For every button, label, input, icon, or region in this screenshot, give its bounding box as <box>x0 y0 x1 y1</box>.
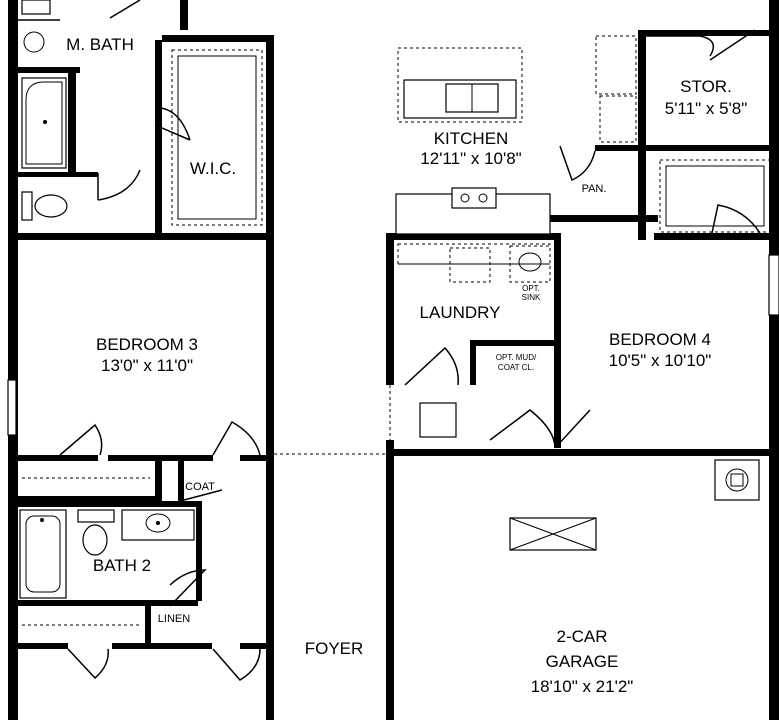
garage-label-2: GARAGE <box>546 652 619 671</box>
kitchen-dims: 12'11" x 10'8" <box>420 149 521 168</box>
storage-label: STOR. <box>680 77 732 96</box>
opt-sink-label-1: OPT. <box>522 284 540 293</box>
bedroom3-dims: 13'0" x 11'0" <box>101 356 193 375</box>
fixtures <box>7 0 779 681</box>
sink-icon <box>21 0 51 15</box>
range-icon <box>451 187 497 209</box>
opt-mud-label-2: COAT CL. <box>498 363 534 372</box>
foyer-label: FOYER <box>305 639 364 658</box>
water-heater-icon <box>419 402 457 438</box>
room-labels: M. BATH W.I.C. KITCHEN 12'11" x 10'8" ST… <box>66 35 747 696</box>
toilet-icon <box>34 194 68 218</box>
bedroom3-label: BEDROOM 3 <box>96 335 198 354</box>
sink-icon <box>23 31 45 53</box>
toilet-icon <box>82 524 108 556</box>
opt-mud-label-1: OPT. MUD/ <box>496 353 537 362</box>
laundry-label: LAUNDRY <box>420 303 501 322</box>
pantry-label: PAN. <box>582 183 607 195</box>
wic-label: W.I.C. <box>190 159 236 178</box>
sink-icon <box>121 509 195 541</box>
walls <box>8 0 779 720</box>
coat-label: COAT <box>185 481 215 493</box>
bathtub-icon <box>19 509 67 599</box>
bedroom4-dims: 10'5" x 10'10" <box>609 351 712 370</box>
linen-label: LINEN <box>158 613 190 625</box>
opt-sink-label-2: SINK <box>522 293 541 302</box>
water-heater-icon <box>714 459 760 501</box>
garage-dims: 18'10" x 21'2" <box>531 677 634 696</box>
storage-dims: 5'11" x 5'8" <box>665 99 748 118</box>
master-bath-label: M. BATH <box>66 35 134 54</box>
bath2-label: BATH 2 <box>93 556 151 575</box>
kitchen-label: KITCHEN <box>434 129 509 148</box>
bedroom4-label: BEDROOM 4 <box>609 330 711 349</box>
garage-label-1: 2-CAR <box>556 627 607 646</box>
